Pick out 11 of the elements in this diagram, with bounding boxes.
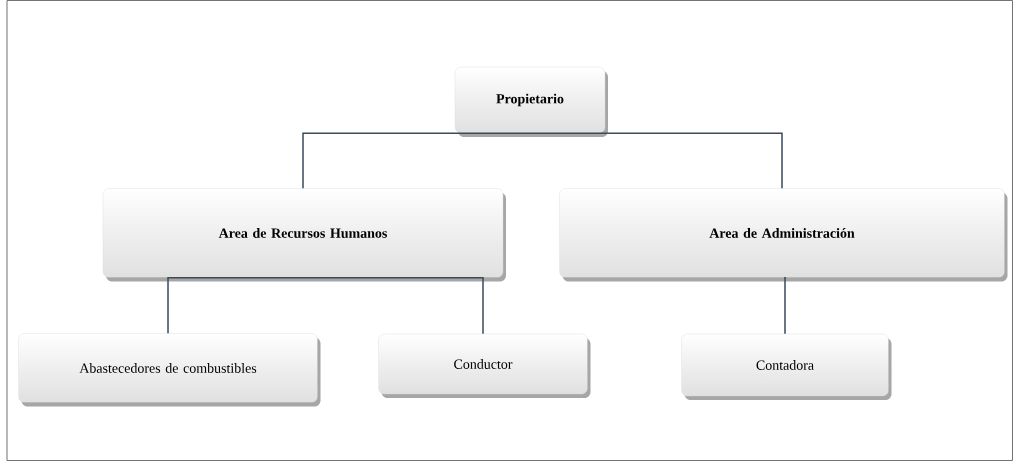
connector xyxy=(167,276,304,335)
org-box: Abastecedores de combustibles xyxy=(18,333,321,407)
org-box: Area de Recursos Humanos xyxy=(102,188,506,282)
org-box: Propietario xyxy=(454,66,608,137)
org-box: Conductor xyxy=(378,333,591,398)
org-box: Contadora xyxy=(681,333,892,400)
connector xyxy=(556,132,783,190)
connector xyxy=(784,276,787,335)
org-box: Area de Administración xyxy=(559,188,1008,282)
connector xyxy=(302,276,484,335)
connector xyxy=(302,132,558,190)
